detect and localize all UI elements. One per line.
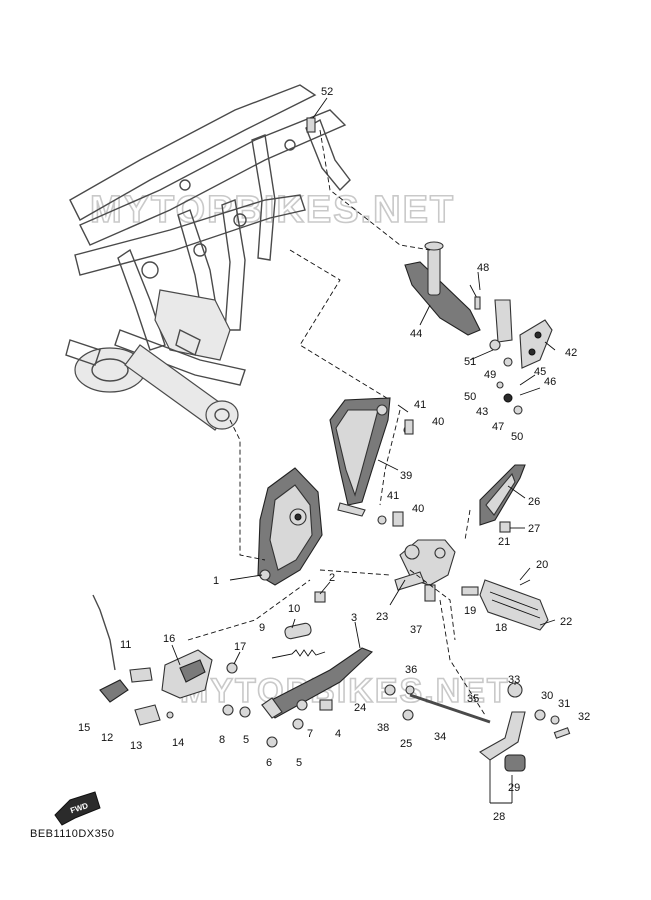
callout-21: 21: [498, 536, 510, 548]
reference-code: BEB1110DX350: [30, 828, 115, 840]
callout-15: 15: [78, 722, 90, 734]
callout-49: 49: [484, 369, 496, 381]
callout-7: 7: [307, 728, 313, 740]
callout-19: 19: [464, 605, 476, 617]
callout-41b: 41: [387, 490, 399, 502]
callout-11: 11: [120, 639, 131, 651]
callout-26: 26: [528, 496, 540, 508]
callout-5a: 5: [243, 734, 249, 746]
callout-41a: 41: [414, 399, 426, 411]
callout-8: 8: [219, 734, 225, 746]
callout-48: 48: [477, 262, 489, 274]
callout-18: 18: [495, 622, 507, 634]
callout-2: 2: [329, 572, 335, 584]
callout-30: 30: [541, 690, 553, 702]
part-10-spring: [271, 622, 326, 659]
callout-labels: 52 48 44 42 51 49 45 46 50 43 47 50 41 4…: [78, 86, 590, 823]
part-39-guard-panel: [329, 397, 414, 506]
callout-45: 45: [534, 366, 546, 378]
callout-38: 38: [377, 722, 389, 734]
callout-17: 17: [234, 641, 246, 653]
fwd-arrow-icon: FWD: [54, 791, 101, 826]
callout-6: 6: [266, 757, 272, 769]
part-16-shift-assembly: [92, 594, 238, 726]
callout-36: 36: [405, 664, 417, 676]
callout-5b: 5: [296, 757, 302, 769]
part-44-rear-bracket: [404, 241, 481, 336]
callout-10: 10: [288, 603, 300, 615]
part-34-shift-rod: [384, 684, 491, 724]
callout-leaders: [171, 271, 556, 685]
callout-33: 33: [508, 674, 520, 686]
callout-12: 12: [101, 732, 113, 744]
callout-32: 32: [578, 711, 590, 723]
callout-51: 51: [464, 356, 476, 368]
watermark-top: MYTOPBIKES.NET: [90, 189, 455, 231]
callout-27: 27: [528, 523, 540, 535]
callout-50b: 50: [511, 431, 523, 443]
assembly-lines: [187, 129, 486, 716]
callout-28: 28: [493, 811, 505, 823]
callout-47: 47: [492, 421, 504, 433]
part-26-heel-guard: [479, 464, 526, 533]
callout-52: 52: [321, 86, 333, 98]
callout-9: 9: [259, 622, 265, 634]
callout-40b: 40: [412, 503, 424, 515]
callout-42: 42: [565, 347, 577, 359]
callout-25: 25: [400, 738, 412, 750]
small-hardware-rear: [489, 339, 541, 415]
part-42-heel-plate: [494, 299, 553, 369]
part-18-footpeg: [461, 579, 549, 631]
callout-37: 37: [410, 624, 422, 636]
callout-46: 46: [544, 376, 556, 388]
callout-16: 16: [163, 633, 175, 645]
callout-50a: 50: [464, 391, 476, 403]
callout-20: 20: [536, 559, 548, 571]
callout-13: 13: [130, 740, 142, 752]
callout-23: 23: [376, 611, 388, 623]
callout-1: 1: [213, 575, 219, 587]
callout-39: 39: [400, 470, 412, 482]
callout-24: 24: [354, 702, 366, 714]
part-28-shift-lever: [479, 682, 571, 804]
callout-40a: 40: [432, 416, 444, 428]
callout-14: 14: [172, 737, 184, 749]
callout-35: 35: [467, 693, 479, 705]
callout-44: 44: [410, 328, 422, 340]
part-23-footrest-bracket: [394, 539, 456, 602]
part-3-side-stand: [222, 647, 374, 748]
frame-assembly: [65, 84, 351, 431]
part-2-bolt: [314, 581, 331, 603]
part-52-bolt: [306, 97, 328, 133]
callout-29: 29: [508, 782, 520, 794]
part-40-41-hardware: [337, 502, 404, 527]
callout-43: 43: [476, 406, 488, 418]
part-48-bolt: [469, 284, 481, 310]
part-1-main-bracket: [229, 467, 323, 586]
callout-3: 3: [351, 612, 357, 624]
callout-22: 22: [560, 616, 572, 628]
callout-4: 4: [335, 728, 341, 740]
callout-34: 34: [434, 731, 446, 743]
callout-31: 31: [558, 698, 570, 710]
